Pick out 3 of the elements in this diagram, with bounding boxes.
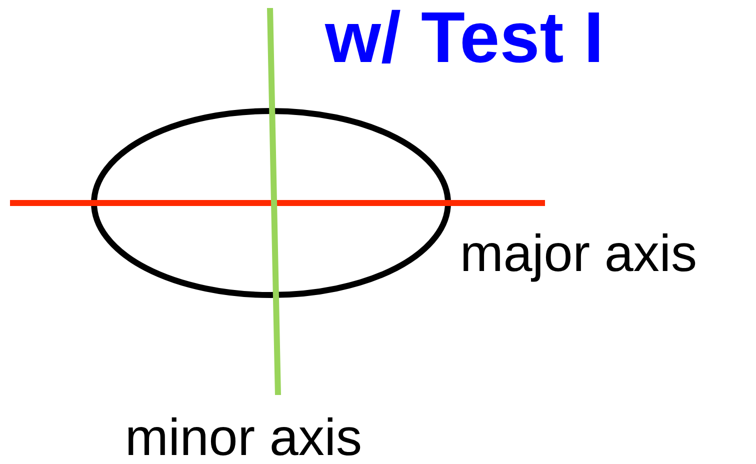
heading: w/ Test I (325, 2, 604, 74)
axis-label: minor axis (125, 412, 362, 464)
axis-label: major axis (460, 228, 697, 280)
